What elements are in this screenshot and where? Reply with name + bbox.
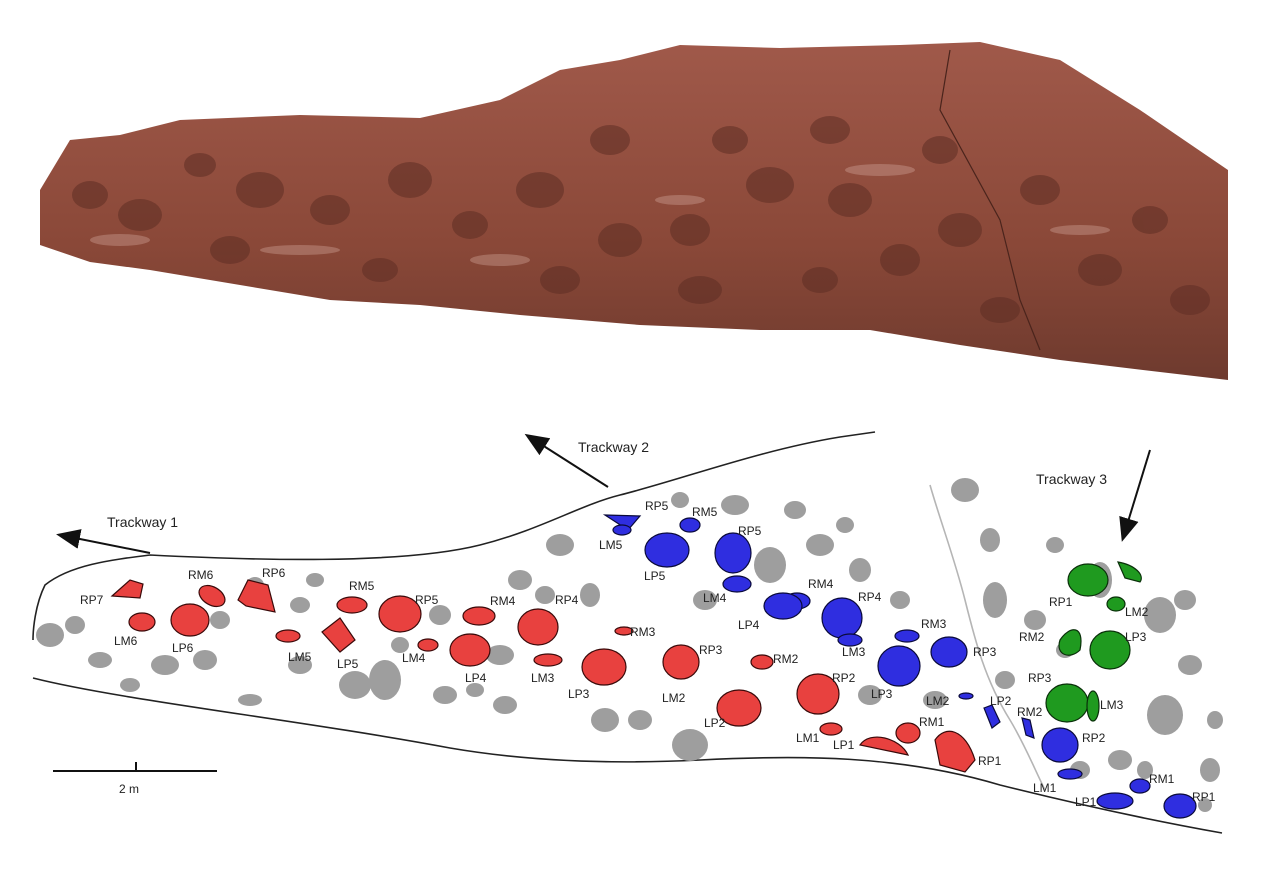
track-label: LM4: [703, 591, 727, 605]
tracksite-photo: [40, 42, 1228, 380]
track-label: RP1: [978, 754, 1002, 768]
track-label: RP2: [832, 671, 856, 685]
track-label: LM2: [662, 691, 686, 705]
track-label: LM2: [1125, 605, 1149, 619]
slab-outline-bottom: [32, 677, 1223, 834]
track-label: RP3: [699, 643, 723, 657]
track-label: LM3: [531, 671, 555, 685]
track-label: RM5: [692, 505, 718, 519]
track-label: RP2: [1082, 731, 1106, 745]
slab-outline-top: [32, 431, 876, 641]
trackway-3-label: Trackway 3: [1036, 471, 1107, 487]
track-label: RM4: [490, 594, 516, 608]
trackway-3-tracks: [1045, 561, 1142, 723]
trackway-1-label: Trackway 1: [107, 514, 178, 530]
track-label: RP5: [645, 499, 669, 513]
scale-bar: 2 m: [53, 762, 217, 796]
track-label: RM2: [1017, 705, 1043, 719]
track-label: LM6: [114, 634, 138, 648]
track-label: LM1: [796, 731, 820, 745]
track-label: RP1: [1049, 595, 1073, 609]
trackway-3-arrow: [1119, 449, 1151, 542]
track-label: RM3: [921, 617, 947, 631]
track-label: RM2: [773, 652, 799, 666]
trackway-map: Trackway 1 Trackway 2 Trackway 3 RP7 LM6…: [32, 431, 1223, 834]
track-label: LM4: [402, 651, 426, 665]
track-label: LM3: [1100, 698, 1124, 712]
track-label: RM2: [1019, 630, 1045, 644]
track-label: RP3: [1028, 671, 1052, 685]
track-label: RM4: [808, 577, 834, 591]
track-label: RM1: [1149, 772, 1175, 786]
track-label: LP2: [704, 716, 726, 730]
track-label: RP4: [555, 593, 579, 607]
track-label: LP3: [568, 687, 590, 701]
track-label: RP1: [1192, 790, 1216, 804]
fracture-line: [929, 484, 1046, 791]
track-label: LP1: [833, 738, 855, 752]
track-label: LP6: [172, 641, 194, 655]
track-label: LP5: [337, 657, 359, 671]
track-label: LP2: [990, 694, 1012, 708]
track-label: LM1: [1033, 781, 1057, 795]
track-label: LM5: [599, 538, 623, 552]
track-label: RM3: [630, 625, 656, 639]
track-label: RM6: [188, 568, 214, 582]
track-label: RP3: [973, 645, 997, 659]
track-label: LP3: [1125, 630, 1147, 644]
track-label: RP5: [415, 593, 439, 607]
track-label: RP7: [80, 593, 104, 607]
trackway-2-tracks: [602, 514, 1197, 819]
track-label: RM1: [919, 715, 945, 729]
trackway-2-arrow: [524, 433, 609, 488]
photo-highlights: [90, 164, 1110, 266]
photo-depressions: [72, 116, 1210, 323]
scale-bar-label: 2 m: [119, 782, 139, 796]
track-label: LM5: [288, 650, 312, 664]
rock-surface: [40, 42, 1228, 380]
trackway-1-arrow: [56, 529, 151, 554]
track-label: RP5: [738, 524, 762, 538]
track-label: LM2: [926, 694, 950, 708]
trackway-1-track-labels: RP7 LM6 RM6 LP6 RP6 LM5 RM5 LP5 RP5 LM4 …: [80, 566, 1002, 768]
track-label: LP4: [465, 671, 487, 685]
trackway-3-track-labels: RP1 LM2 RM2 LP3 RP3 LM3: [1019, 595, 1149, 712]
rock-crack: [939, 49, 1041, 351]
track-label: LP4: [738, 618, 760, 632]
track-label: LP1: [1075, 795, 1097, 809]
track-label: LP5: [644, 569, 666, 583]
track-label: LM3: [842, 645, 866, 659]
track-label: RM5: [349, 579, 375, 593]
track-label: RP4: [858, 590, 882, 604]
trackway-1-tracks: [110, 579, 976, 773]
track-label: LP3: [871, 687, 893, 701]
trackway-2-label: Trackway 2: [578, 439, 649, 455]
track-label: RP6: [262, 566, 286, 580]
trackway-2-track-labels: RP5 RM5 LM5 LP5 RP5 LM4 RM4 LP4 RP4 LM3 …: [599, 499, 1216, 809]
